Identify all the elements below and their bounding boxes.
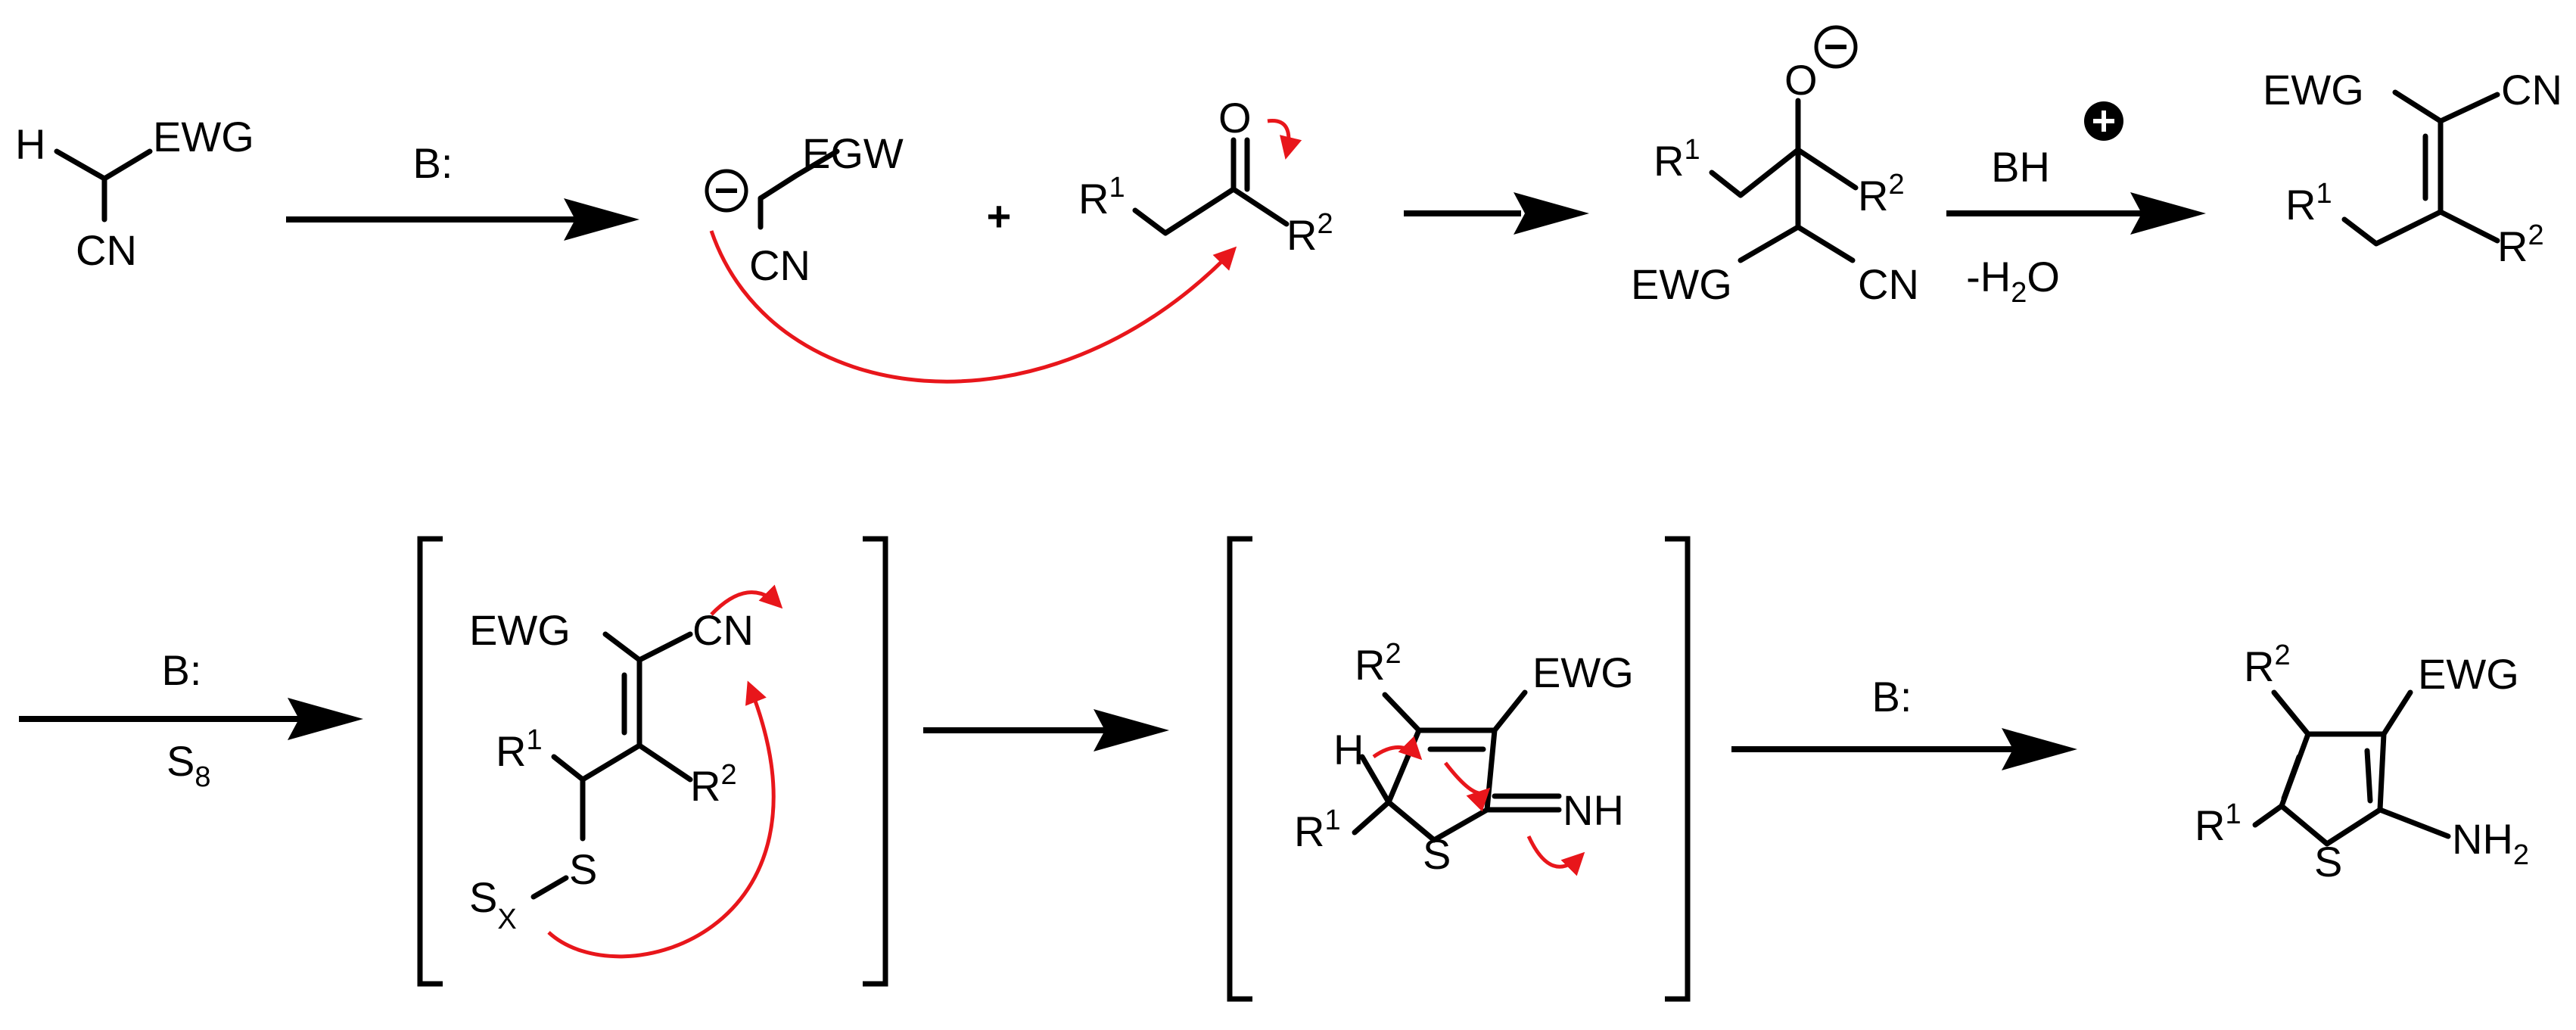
ewg-label: EWG	[2263, 66, 2364, 114]
iminothiophene-intermediate: R2 EWG H R1 S NH	[1294, 638, 1634, 878]
bond	[1382, 689, 1528, 733]
cyclization-arrow	[547, 680, 776, 959]
s-label: S	[2314, 838, 2342, 885]
reagent-water-loss: -H2O	[1966, 253, 2060, 309]
cn-label: CN	[749, 241, 810, 289]
ewg-label: EWG	[153, 113, 254, 160]
arrow-head	[2002, 728, 2077, 770]
bond	[2392, 89, 2500, 124]
nh2-label: NH2	[2452, 815, 2529, 871]
h-label: H	[1333, 726, 1364, 773]
bond	[2377, 807, 2451, 839]
ewg-label: EWG	[1631, 260, 1732, 308]
reaction-arrow-3: BH -H2O	[1946, 101, 2206, 309]
starting-nitrile: H EWG CN	[15, 113, 254, 274]
r2-label: R2	[1858, 169, 1905, 219]
r1-label: R1	[1294, 804, 1341, 855]
nh-label: NH	[1563, 786, 1624, 834]
r2-label: R2	[2244, 639, 2291, 690]
r1-label: R1	[1654, 134, 1700, 185]
electron-push-arrow	[1444, 761, 1491, 812]
bond	[551, 742, 693, 783]
knoevenagel-alkene: EWG CN R1 R2	[2263, 66, 2562, 270]
arrow-head	[288, 698, 363, 740]
r1-label: R1	[2195, 798, 2242, 849]
h-label: H	[15, 120, 45, 168]
r1-label: R1	[2285, 178, 2332, 229]
reagent-base: B:	[1872, 673, 1912, 720]
left-bracket	[1227, 536, 1252, 1002]
bond	[1738, 147, 1856, 263]
ewg-label: EWG	[469, 606, 571, 654]
reaction-arrow-2	[1404, 192, 1589, 235]
bond	[1709, 147, 1859, 198]
o-label: O	[1218, 94, 1252, 142]
bond	[530, 875, 569, 900]
plus-sign	[2093, 110, 2114, 132]
r1-label: R1	[496, 724, 543, 775]
bond	[1359, 754, 1392, 805]
aminothiophene-product: R2 EWG R1 S NH2	[2195, 639, 2529, 885]
ring-double-bond	[2281, 754, 2302, 801]
egw-label: EGW	[802, 129, 904, 177]
r2-label: R2	[1355, 638, 1402, 689]
nucleophilic-attack-arrow	[709, 230, 1237, 384]
reagent-acid: BH	[1991, 143, 2050, 191]
s-label: S	[569, 845, 597, 893]
r2-label: R2	[1286, 208, 1333, 259]
cn-label: CN	[2501, 66, 2562, 114]
ewg-label: EWG	[1532, 649, 1634, 696]
r2-label: R2	[2497, 219, 2544, 270]
reaction-arrow-4: B: S8	[19, 646, 363, 793]
ring-bond	[1386, 727, 1498, 843]
bond	[54, 148, 153, 182]
carbanion: EGW CN	[705, 129, 904, 289]
reaction-arrow-1: B:	[286, 139, 639, 241]
polysulfide-intermediate: EWG CN R1 R2 S SX	[469, 584, 783, 959]
electron-push-arrow	[1526, 835, 1585, 876]
alkoxide-intermediate: O R1 R2 EWG CN	[1631, 25, 1919, 308]
reagent-base: B:	[413, 139, 453, 187]
bond	[2271, 689, 2413, 737]
arrow-head	[1514, 192, 1589, 235]
reagent-sulfur: S8	[166, 737, 211, 793]
cn-label: CN	[76, 226, 137, 274]
bond	[1132, 186, 1290, 236]
r1-label: R1	[1078, 172, 1125, 222]
bond	[2341, 209, 2500, 247]
ewg-label: EWG	[2418, 650, 2519, 698]
right-bracket	[1665, 536, 1691, 1002]
cn-label: CN	[1858, 260, 1919, 308]
left-bracket	[417, 536, 443, 987]
plus-sign: +	[987, 192, 1012, 240]
bond	[2252, 803, 2285, 828]
bond	[758, 148, 840, 201]
bond	[1352, 799, 1392, 836]
ketone: R1 O R2	[1078, 94, 1333, 259]
electron-push-arrow	[1372, 736, 1423, 761]
reaction-arrow-5	[923, 709, 1169, 751]
ring-double-bond	[2364, 748, 2373, 804]
s-label: S	[1423, 830, 1451, 878]
reagent-base: B:	[162, 646, 202, 694]
cn-label: CN	[692, 606, 754, 654]
bond	[602, 631, 693, 663]
sx-label: SX	[469, 873, 517, 935]
o-label: O	[1784, 56, 1818, 104]
electron-push-arrow	[710, 584, 783, 616]
r2-label: R2	[690, 759, 737, 810]
electron-push-arrow	[1267, 119, 1302, 160]
arrow-head	[2130, 192, 2206, 235]
right-bracket	[863, 536, 888, 987]
arrow-head	[564, 198, 639, 241]
arrow-head	[1094, 709, 1169, 751]
reaction-arrow-6: B:	[1731, 673, 2077, 770]
